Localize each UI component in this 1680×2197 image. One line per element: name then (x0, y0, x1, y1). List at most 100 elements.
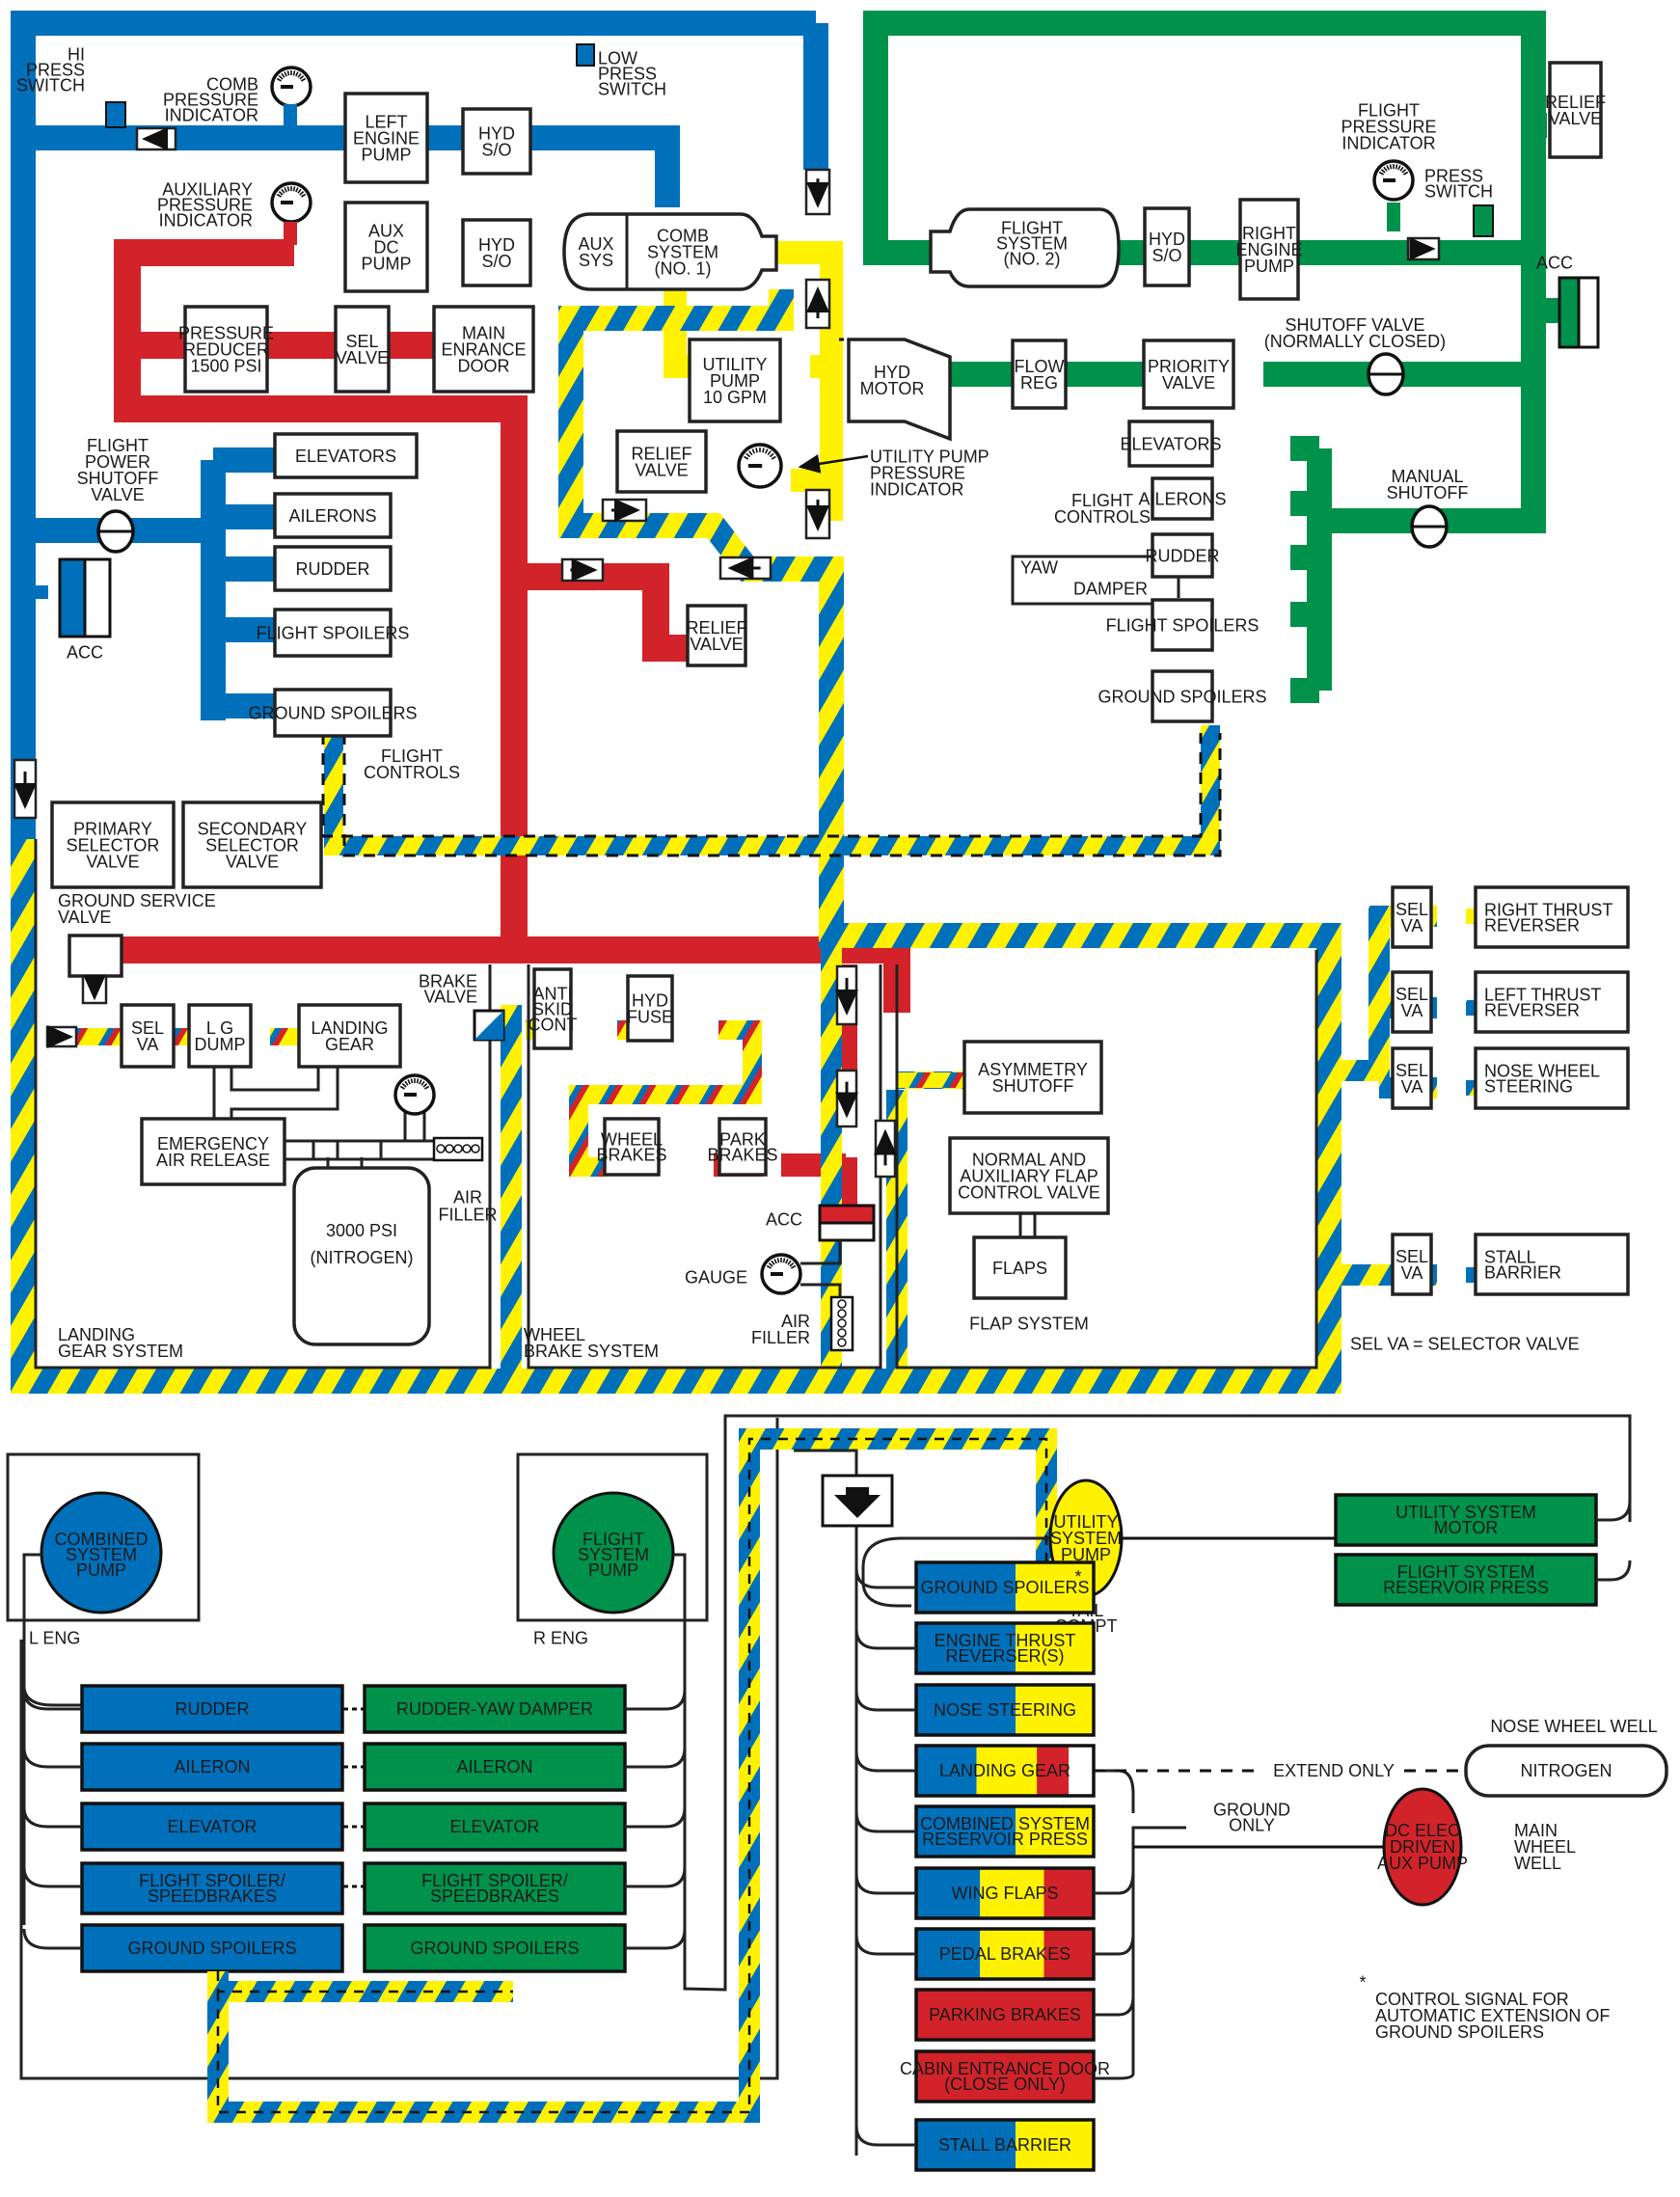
flight-consumer-3[interactable]: FLIGHT SPOILER/SPEEDBRAKES (363, 1861, 627, 1915)
shutoff-valve-normally-closed[interactable] (1367, 352, 1405, 396)
utility-consumer-2[interactable]: NOSE STEERING (914, 1683, 1096, 1737)
output-selector-valve-2-label-line: VA (1401, 1077, 1423, 1097)
branch-line (22, 1689, 82, 1711)
utility-pump-label-line: UTILITY (702, 355, 767, 374)
nitrogen-bottle[interactable]: 3000 PSI(NITROGEN) (292, 1157, 431, 1346)
flap-frame (895, 950, 1318, 1370)
consumer-label: STALL BARRIER (938, 2135, 1071, 2155)
wheel-brakes-label-line: BRAKES (596, 1145, 666, 1164)
manual-shutoff-valve[interactable] (1410, 504, 1449, 549)
flight-consumer-0[interactable]: RUDDER-YAW DAMPER (363, 1684, 627, 1734)
flight-flight-control-1[interactable]: AILERONS (1138, 476, 1227, 521)
combined-flight-control-2[interactable]: RUDDER (273, 545, 393, 592)
nitrogen-pressure-gauge-icon (393, 1073, 436, 1116)
gauge-tick (771, 455, 776, 460)
utility-consumer-5[interactable]: WING FLAPS (914, 1866, 1096, 1920)
combined-flight-control-0[interactable]: ELEVATORS (273, 432, 419, 479)
asterisk-marker: * (1074, 1567, 1081, 1587)
combined-flight-control-1[interactable]: AILERONS (273, 492, 393, 539)
secondary-selector-valve-label-line: SELECTOR (205, 835, 299, 854)
combined-consumer-4[interactable]: GROUND SPOILERS (80, 1923, 344, 1973)
utility-consumer-9[interactable]: STALL BARRIER (914, 2118, 1096, 2172)
flight-flight-control-4[interactable]: GROUND SPOILERS (1097, 669, 1267, 723)
utility-consumer-8[interactable]: CABIN ENTRANCE DOOR(CLOSE ONLY) (900, 2049, 1110, 2103)
flight-consumer-2[interactable]: ELEVATOR (363, 1802, 627, 1852)
combined-consumer-1[interactable]: AILERON (80, 1742, 344, 1792)
nitrogen-bottle-nose[interactable]: NITROGEN (1464, 1744, 1668, 1798)
hyd-shutoff-2-frame (461, 218, 532, 287)
combined-consumer-2[interactable]: ELEVATOR (80, 1802, 344, 1852)
utility-consumer-0[interactable]: GROUND SPOILERS* (914, 1560, 1096, 1614)
asymmetry-shutoff-label-line: SHUTOFF (992, 1076, 1074, 1096)
flaps-actuator[interactable]: FLAPS (972, 1235, 1068, 1300)
comb-system-label-line: COMB (657, 226, 709, 245)
combined-consumer-0[interactable]: RUDDER (80, 1684, 344, 1734)
flight-flight-control-3[interactable]: FLIGHT SPOILERS (1106, 598, 1260, 652)
combined-flight-control-4[interactable]: GROUND SPOILERS (248, 688, 418, 738)
flight-flight-control-0[interactable]: ELEVATORS (1120, 420, 1222, 468)
utility-consumer-6[interactable]: PEDAL BRAKES (914, 1927, 1096, 1981)
flight-power-shutoff-valve[interactable] (96, 509, 135, 554)
flight-consumer-4[interactable]: GROUND SPOILERS (363, 1923, 627, 1973)
flight-flight-control-2[interactable]: RUDDER (1145, 532, 1220, 579)
combined-consumer-3[interactable]: FLIGHT SPOILER/SPEEDBRAKES (80, 1861, 344, 1915)
utility-consumer-7[interactable]: PARKING BRAKES (914, 1988, 1096, 2042)
brake-valve[interactable] (473, 1009, 505, 1042)
utility-return-line (683, 1414, 1632, 1992)
ground-service-valve[interactable] (68, 934, 123, 978)
lg-dump-frame (187, 1003, 253, 1069)
utility-consumer-3[interactable]: LANDING GEAR (914, 1744, 1096, 1798)
flight-consumer-1[interactable]: AILERON (363, 1742, 627, 1792)
main-wheel-well-label-line: MAIN (1514, 1821, 1558, 1840)
combined-flight-control-3[interactable]: FLIGHT SPOILERS (257, 608, 410, 658)
